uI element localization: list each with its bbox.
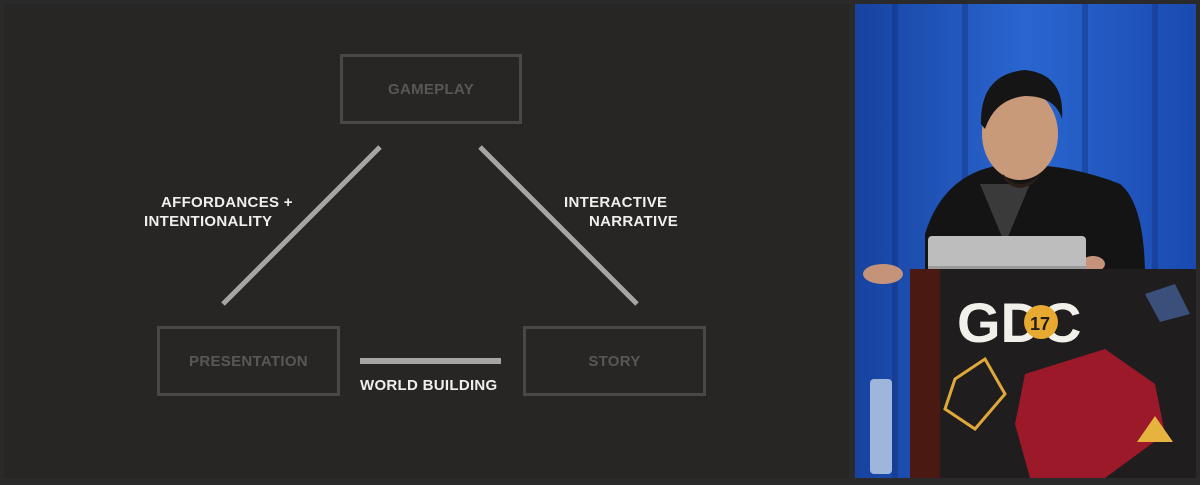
edge-label-left-line1: AFFORDANCES + — [161, 194, 293, 211]
edge-label-right-line2: NARRATIVE — [589, 213, 679, 230]
laptop — [928, 236, 1086, 272]
node-gameplay: GAMEPLAY — [340, 54, 522, 124]
speaker-scene: GDC 17 — [855, 4, 1196, 478]
edge-label-left: AFFORDANCES + INTENTIONALITY — [144, 193, 314, 231]
node-gameplay-label: GAMEPLAY — [387, 80, 475, 98]
slide: GAMEPLAY PRESENTATION STORY AFFORDANCES … — [4, 4, 849, 478]
podium-side — [910, 269, 945, 478]
edge-line-right — [478, 145, 639, 306]
speaker-video: GDC 17 — [855, 4, 1196, 478]
node-presentation-label: PRESENTATION — [189, 352, 308, 370]
edge-line-left — [221, 145, 382, 306]
gdc-logo: GDC — [957, 291, 1081, 354]
node-story: STORY — [523, 326, 706, 396]
edge-label-left-line2: INTENTIONALITY — [144, 213, 273, 230]
node-presentation: PRESENTATION — [157, 326, 340, 396]
edge-label-right-line1: INTERACTIVE — [564, 194, 668, 211]
speaker-head — [982, 88, 1058, 180]
gdc-logo-year: 17 — [1030, 314, 1050, 334]
edge-label-right: INTERACTIVE NARRATIVE — [564, 193, 714, 231]
edge-label-bottom: WORLD BUILDING — [360, 377, 498, 394]
node-story-label: STORY — [588, 352, 641, 370]
diagram-edges — [221, 145, 639, 364]
